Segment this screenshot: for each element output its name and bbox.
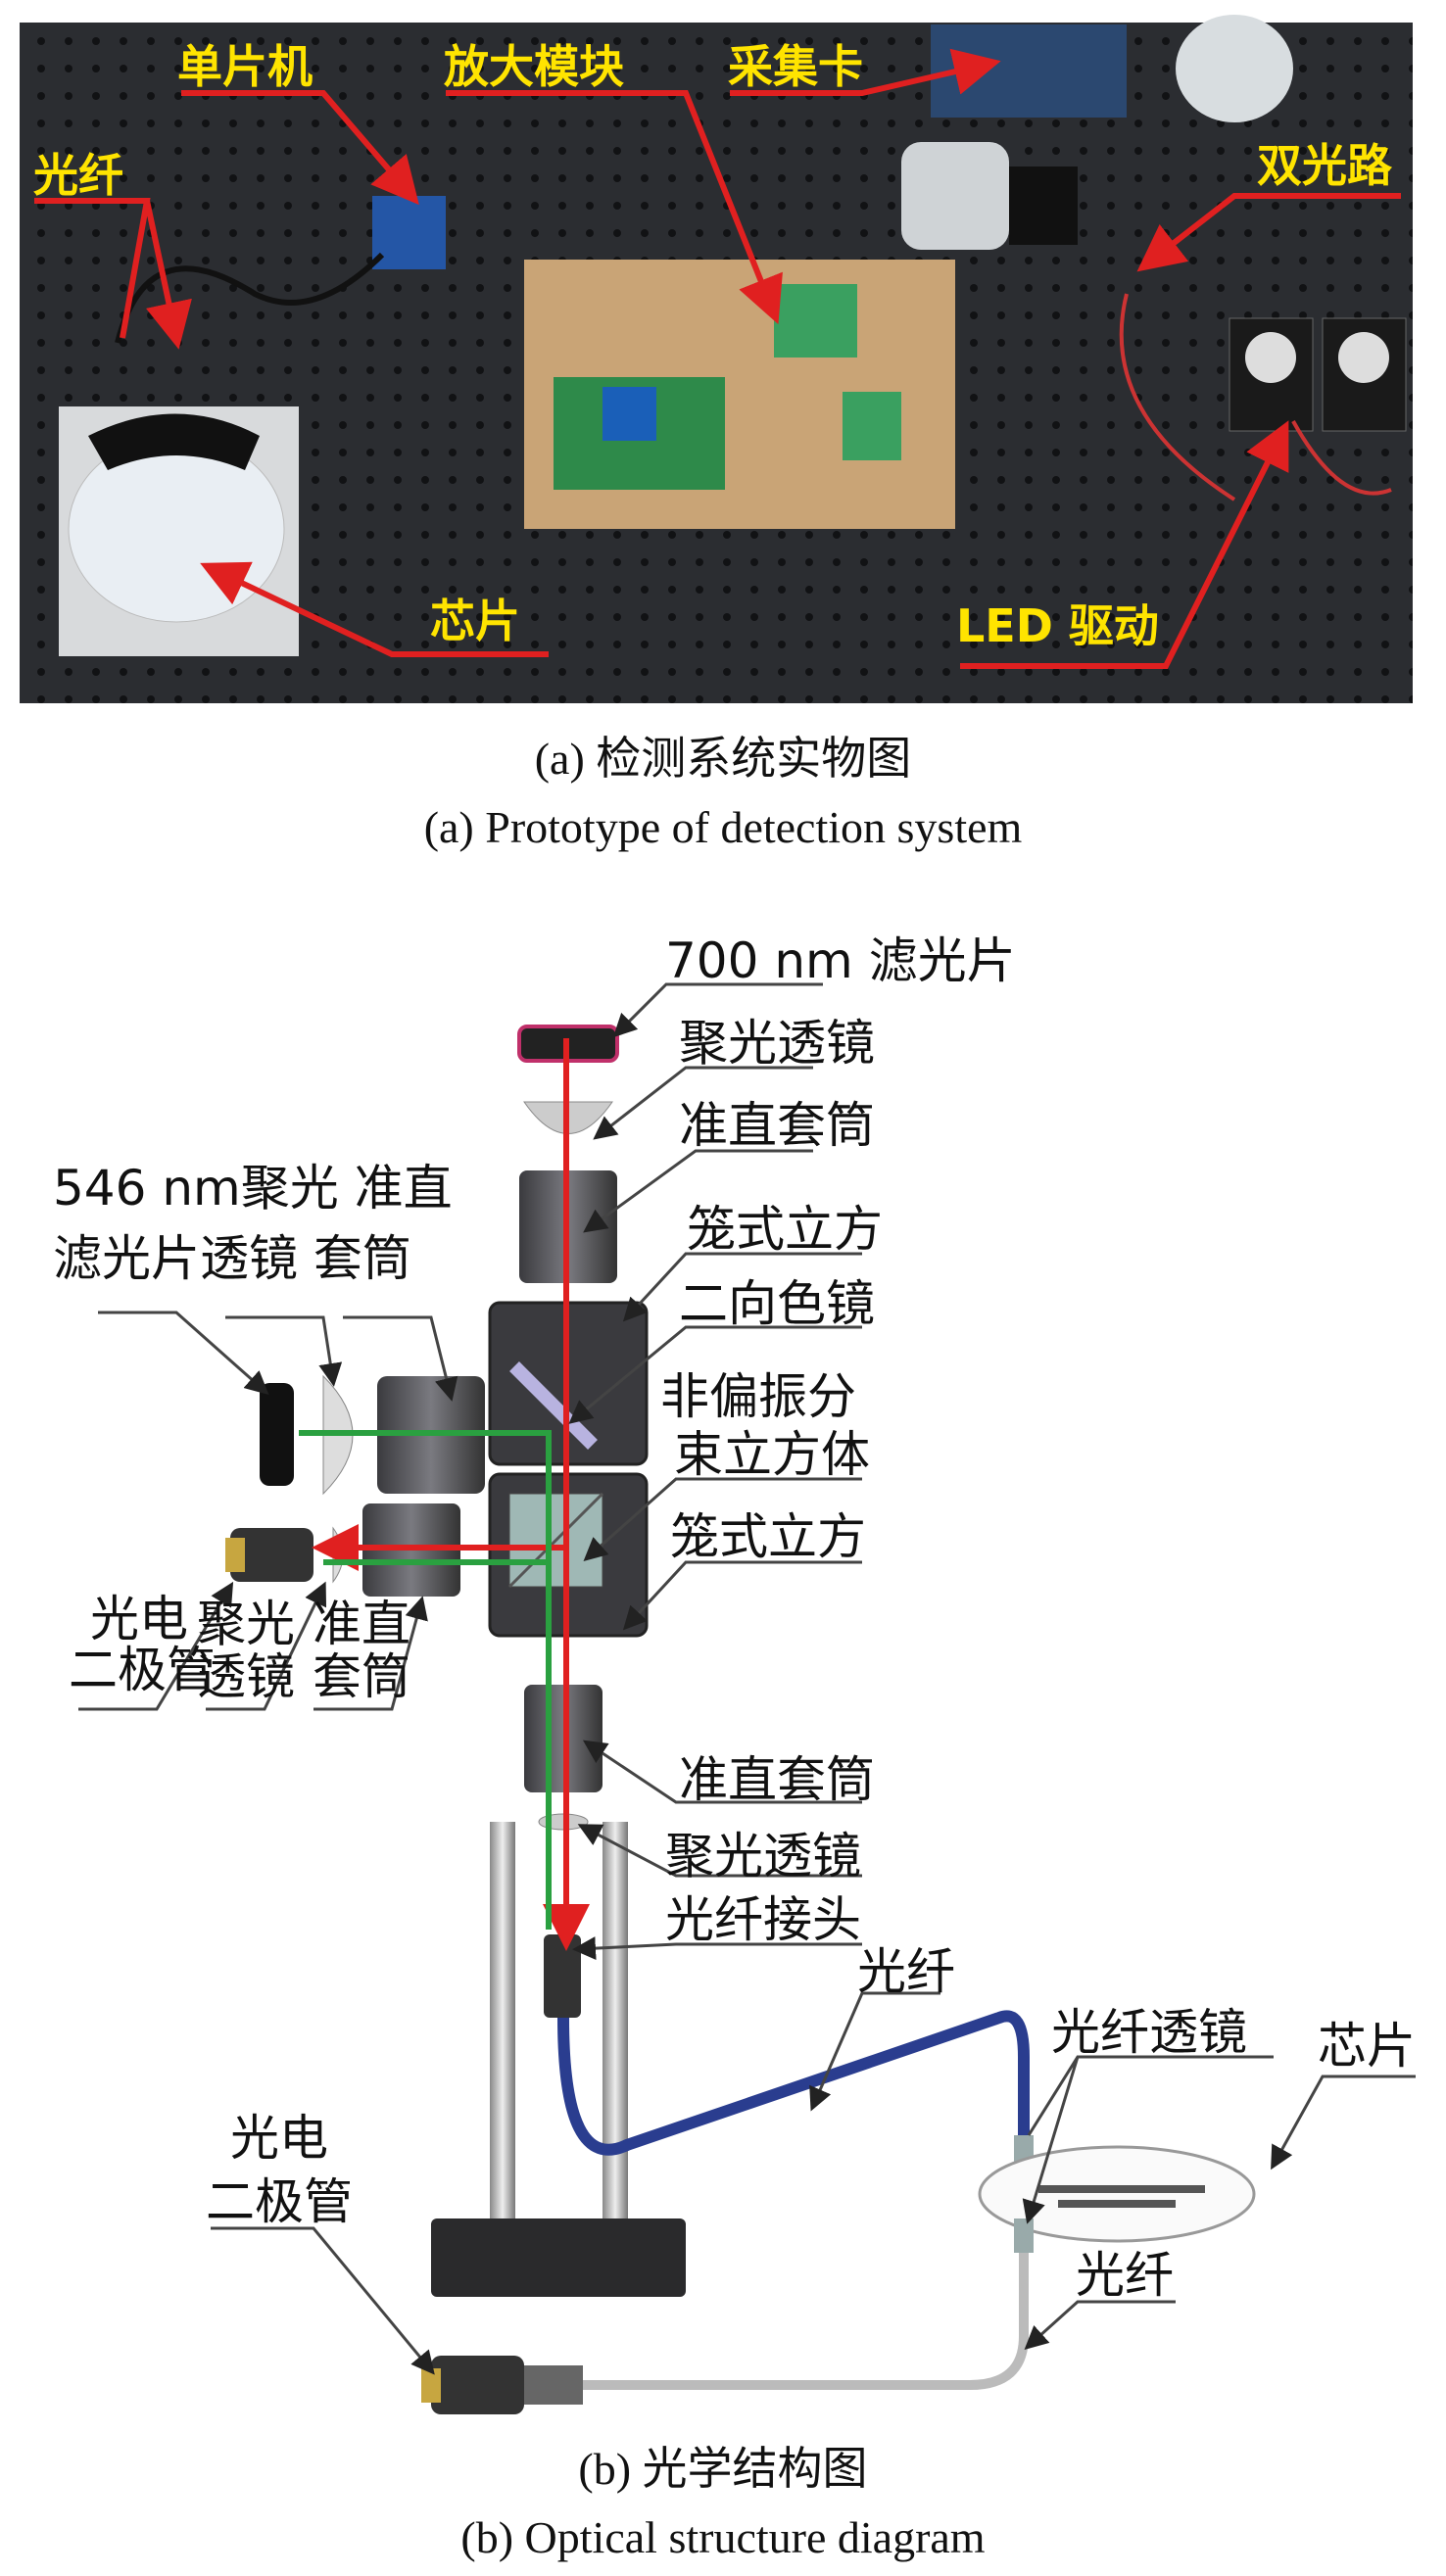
label-cond-line2: 透镜	[197, 1648, 295, 1705]
label-pd-line1: 光电	[90, 1591, 188, 1647]
filter-546nm	[260, 1383, 294, 1486]
label-amplifier: 放大模块	[444, 40, 624, 93]
label-condenser-bottom: 聚光透镜	[665, 1828, 861, 1884]
label-chip: 芯片	[430, 595, 520, 647]
post-base	[431, 2218, 686, 2297]
photodiode-2	[431, 2356, 524, 2414]
caption-a-en: (a) Prototype of detection system	[424, 802, 1023, 852]
caption-b-cn: (b) 光学结构图	[578, 2444, 867, 2494]
label-collimator-bottom: 准直套筒	[679, 1751, 875, 1808]
label-filter-700nm: 700 nm 滤光片	[665, 932, 1016, 989]
label-pd-line2: 二极管	[69, 1642, 216, 1698]
amplifier-board	[774, 284, 857, 358]
label-bs-line2: 束立方体	[674, 1426, 870, 1483]
label-cond-line1: 聚光	[197, 1596, 295, 1652]
label-daq-card: 采集卡	[728, 40, 863, 93]
label-mcu: 单片机	[177, 40, 313, 93]
label-condenser-top: 聚光透镜	[679, 1015, 875, 1072]
label-pd2-line2: 二极管	[206, 2173, 353, 2230]
label-dual-path: 双光路	[1257, 139, 1393, 192]
label-left-line1: 546 nm聚光 准直	[53, 1160, 453, 1216]
caption-b-en: (b) Optical structure diagram	[460, 2512, 985, 2562]
optical-diagram: 700 nm 滤光片 聚光透镜 准直套筒 546 nm聚光 准直 滤光片透镜 套…	[53, 932, 1416, 2414]
label-left-line2: 滤光片透镜 套筒	[53, 1230, 411, 1287]
label-cage-cube-1: 笼式立方	[687, 1201, 883, 1258]
label-coll-line2: 套筒	[313, 1648, 410, 1705]
label-pd2-line1: 光电	[230, 2110, 328, 2167]
fiber-connector	[544, 1934, 581, 2018]
fiber-lens-bottom	[1014, 2218, 1034, 2253]
post-left	[490, 1822, 515, 2223]
label-bs-line1: 非偏振分	[660, 1368, 856, 1425]
label-cage-cube-2: 笼式立方	[670, 1508, 866, 1565]
post-right	[602, 1822, 628, 2223]
label-dichroic: 二向色镜	[679, 1275, 875, 1332]
photodiode-1	[230, 1528, 313, 1582]
label-led-driver: LED 驱动	[956, 599, 1159, 652]
prototype-photo: 单片机 放大模块 采集卡 光纤 双光路 芯片 LED 驱动	[20, 15, 1413, 703]
label-fiber-2: 光纤	[1076, 2247, 1174, 2304]
label-fiber-connector: 光纤接头	[665, 1891, 861, 1948]
label-fiber: 光纤	[33, 149, 123, 202]
dichroic-mirror	[509, 1361, 598, 1450]
label-collimator-top: 准直套筒	[679, 1097, 875, 1154]
mcu-board	[372, 196, 446, 269]
caption-a-cn: (a) 检测系统实物图	[535, 734, 912, 784]
label-coll-line1: 准直	[313, 1596, 410, 1652]
label-fiber-1: 光纤	[857, 1943, 955, 2000]
label-chip: 芯片	[1318, 2018, 1416, 2075]
fiber-blue	[557, 2010, 1030, 2156]
label-fiber-lens: 光纤透镜	[1051, 2004, 1247, 2061]
chip-disc	[68, 435, 285, 623]
fiber-grey	[529, 2253, 1029, 2390]
